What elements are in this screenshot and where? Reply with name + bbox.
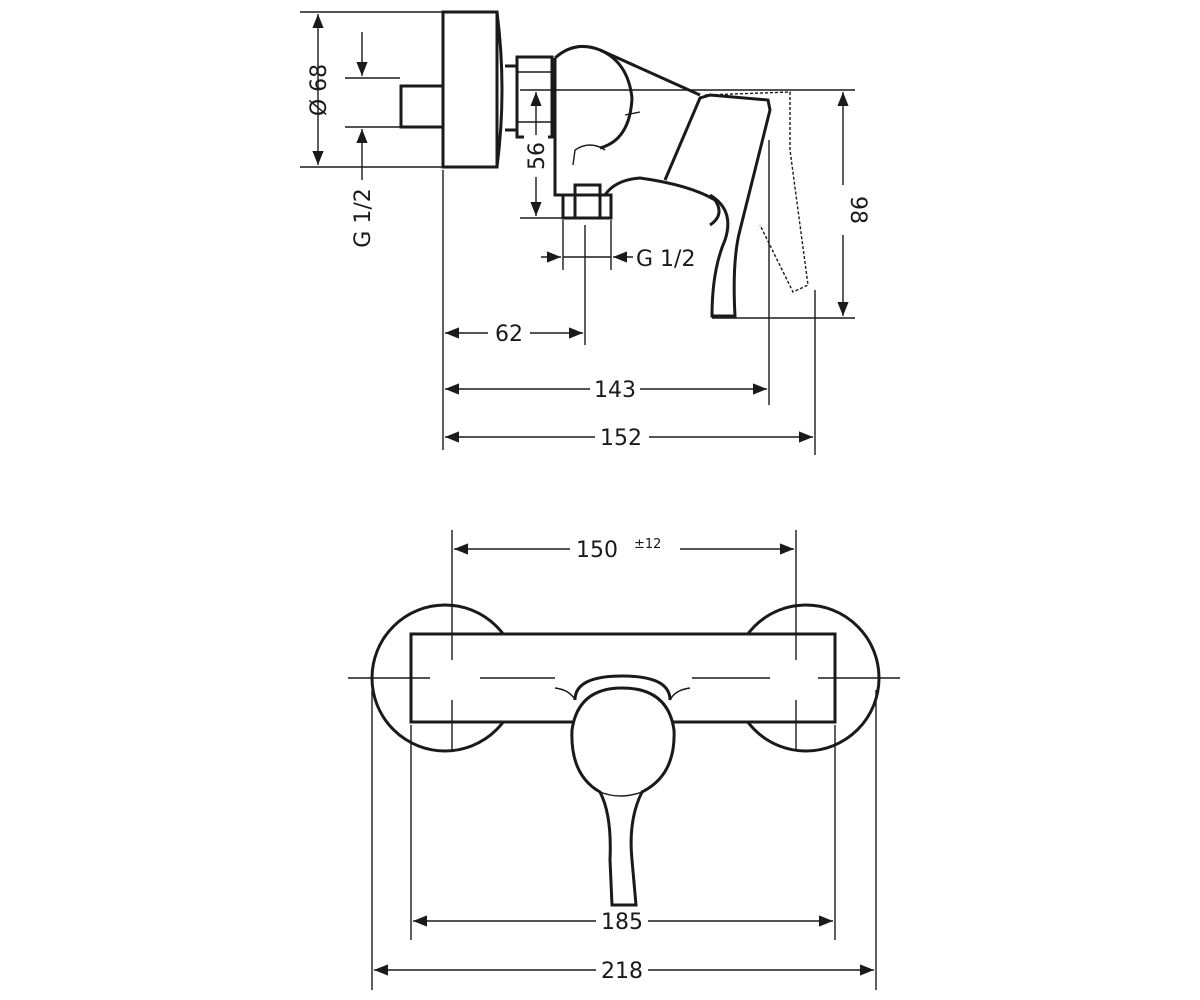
dim-body-width: 185 [601,910,643,935]
rosette [441,10,504,169]
dim-depth-total: 152 [600,426,642,451]
wall-pipe [399,84,445,129]
dim-depth-body: 143 [594,378,636,403]
dim-outlet-height: 56 [525,142,550,170]
center-lines [348,530,900,990]
dim-wall-connection: G 1/2 [351,188,376,247]
dim-center-tolerance: ±12 [634,537,661,552]
dim-rosette-diameter: Ø 68 [307,64,332,116]
dim-outlet-offset: 62 [495,322,523,347]
dim-lever-height: 98 [845,196,870,224]
dim-total-width: 218 [601,959,643,984]
front-view: 150 ±12 185 218 [348,530,900,990]
handle [570,674,676,907]
extension-lines [300,11,855,455]
dim-center-distance: 150 [576,538,618,563]
outlet [561,183,613,220]
dim-outlet-thread: G 1/2 [636,247,695,272]
side-view: Ø 68 G 1/2 56 G 1/2 98 62 143 152 [300,10,870,455]
nut [505,55,554,139]
mixer-body [553,44,809,318]
